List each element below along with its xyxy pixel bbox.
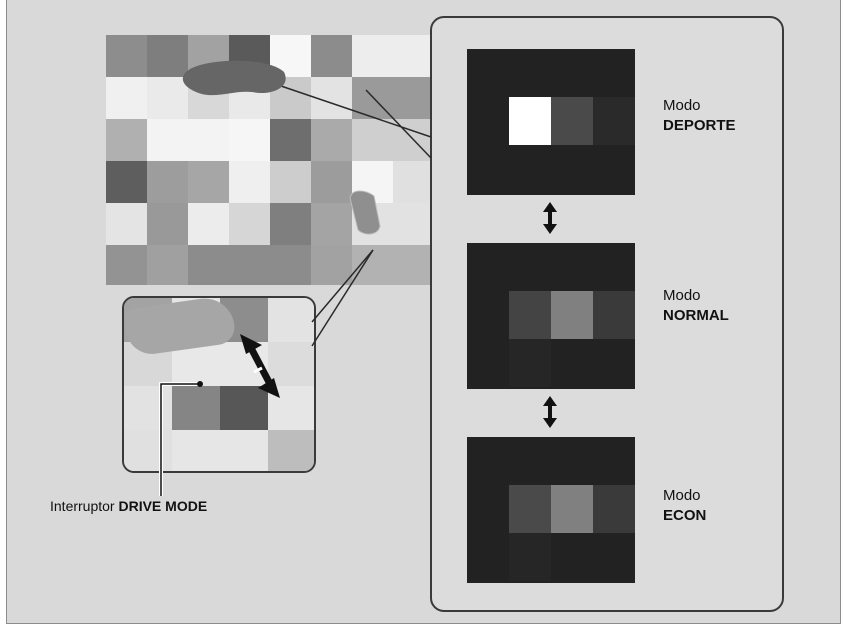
hub-shape [182, 60, 286, 96]
display-sport [467, 49, 635, 195]
mode-label-sport: Modo DEPORTE [663, 96, 736, 136]
mode-name: DEPORTE [663, 117, 736, 134]
display-econ [467, 437, 635, 583]
leader-line [311, 249, 374, 323]
double-arrow-icon [543, 202, 557, 234]
caption-name: DRIVE MODE [118, 498, 208, 514]
switch-icon [349, 190, 381, 235]
mode-prefix: Modo [663, 287, 701, 304]
double-arrow-icon [543, 396, 557, 428]
switch-arrow-icon [240, 334, 280, 398]
switch-closeup [122, 296, 316, 473]
mode-label-econ: Modo ECON [663, 486, 706, 526]
leader-line [280, 85, 432, 138]
mode-prefix: Modo [663, 487, 701, 504]
leader-line [365, 89, 432, 159]
mode-name: ECON [663, 507, 707, 524]
mode-name: NORMAL [663, 307, 729, 324]
leader-line [311, 249, 374, 347]
caption-prefix: Interruptor [50, 498, 115, 514]
display-normal [467, 243, 635, 389]
mode-label-normal: Modo NORMAL [663, 286, 729, 326]
mode-prefix: Modo [663, 97, 701, 114]
drive-mode-caption: Interruptor DRIVE MODE [50, 498, 207, 514]
caption-leader [160, 383, 200, 496]
